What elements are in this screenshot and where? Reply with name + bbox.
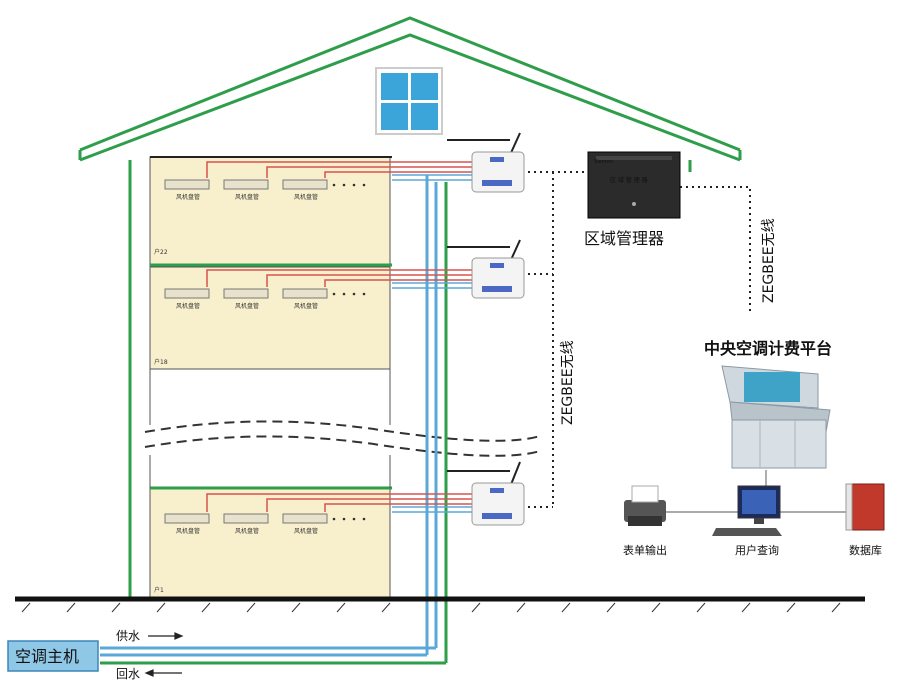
floor-label: 户18 <box>154 358 168 366</box>
window-icon <box>375 67 443 135</box>
zone-manager-label: 区域管理器 <box>584 229 664 248</box>
unit-label: 风机盘管 <box>294 193 318 201</box>
floor-piping <box>206 161 472 513</box>
ground <box>15 596 865 613</box>
platform-title: 中央空调计费平台 <box>704 339 832 358</box>
wireless-links <box>528 171 751 508</box>
unit-label: 风机盘管 <box>176 302 200 310</box>
unit-label: 风机盘管 <box>176 527 200 535</box>
database-icon <box>845 483 885 531</box>
host-pipes <box>100 646 446 665</box>
unit-label: 风机盘管 <box>176 193 200 201</box>
database-label: 数据库 <box>849 543 882 557</box>
floor-18 <box>149 266 391 370</box>
controller-icon <box>447 239 525 299</box>
printer-label: 表单输出 <box>623 543 667 557</box>
roof <box>78 16 742 162</box>
unit-label: 风机盘管 <box>235 302 259 310</box>
host-label: 空调主机 <box>15 647 79 666</box>
console-icon <box>721 365 831 469</box>
zone-manager-brand: Siemen <box>594 159 613 165</box>
printer-icon <box>624 485 666 526</box>
floor-label: 户22 <box>154 248 168 256</box>
wireless-label: ZEGBEE无线 <box>560 340 576 425</box>
wireless-label: ZEGBEE无线 <box>761 218 777 303</box>
fan-coil-units <box>164 179 328 524</box>
ellipsis-dots <box>332 183 366 521</box>
riser-pipes <box>425 175 448 663</box>
arrows <box>144 632 184 677</box>
controller-icon <box>447 461 525 526</box>
zone-manager-panel-text: 区 域 管 理 器 <box>610 176 648 184</box>
unit-label: 风机盘管 <box>294 527 318 535</box>
unit-label: 风机盘管 <box>235 527 259 535</box>
controller-icon <box>447 132 525 193</box>
host-box <box>7 640 99 672</box>
floor-break <box>144 420 541 457</box>
supply-label: 供水 <box>116 629 140 643</box>
unit-label: 风机盘管 <box>235 193 259 201</box>
floor-label: 户1 <box>154 586 164 594</box>
return-label: 回水 <box>116 667 140 681</box>
floor-22 <box>149 156 392 268</box>
computer-icon <box>712 485 782 536</box>
user-query-label: 用户查询 <box>735 543 779 557</box>
unit-label: 风机盘管 <box>294 302 318 310</box>
zone-manager-icon <box>587 151 681 219</box>
floor-1 <box>149 486 392 599</box>
